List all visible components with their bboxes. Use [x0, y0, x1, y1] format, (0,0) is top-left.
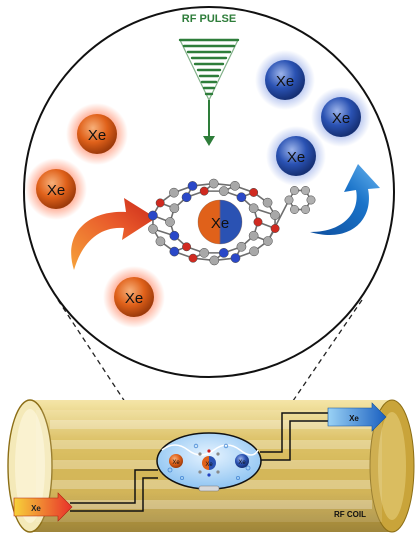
svg-text:Xe: Xe [205, 462, 213, 468]
svg-text:Xe: Xe [172, 460, 180, 466]
cage-atom [182, 243, 190, 251]
svg-text:Xe: Xe [47, 182, 65, 199]
cage-atom [271, 224, 279, 232]
cage-atom [307, 196, 315, 204]
cage-atom [249, 188, 257, 196]
cage-atom [209, 179, 218, 188]
cage-atom [170, 204, 179, 213]
inflow-label: Xe [31, 504, 41, 513]
xe-atom: Xe [66, 103, 128, 165]
xe-atom: Xe [103, 266, 165, 328]
cage-atom [148, 224, 157, 233]
xe-atom: Xe [255, 50, 315, 110]
svg-text:Xe: Xe [238, 460, 246, 466]
cage-atom [263, 236, 272, 245]
cage-atom [249, 247, 258, 256]
rf-pulse-label: RF PULSE [182, 13, 236, 25]
cage-atom [200, 187, 208, 195]
svg-text:Xe: Xe [211, 215, 229, 232]
cage-atom [200, 248, 209, 257]
cage-atom [254, 218, 262, 226]
xe-atom: Xe [25, 158, 87, 220]
cage-atom [301, 205, 309, 213]
cage-atom [290, 186, 298, 194]
svg-text:Xe: Xe [88, 127, 106, 144]
cage-atom [290, 205, 298, 213]
caged-xe-atom: Xe [198, 200, 242, 244]
cage-atom [170, 231, 179, 240]
rf-coil-label: RF COIL [334, 510, 366, 519]
svg-text:Xe: Xe [287, 149, 305, 166]
outflow-label: Xe [349, 414, 359, 423]
cage-atom [263, 198, 272, 207]
cage-atom [189, 254, 197, 262]
cage-atom [301, 186, 309, 194]
cage-atom [237, 193, 246, 202]
cage-atom [148, 211, 157, 220]
cage-atom [170, 247, 179, 256]
cage-atom [249, 204, 258, 213]
cage-atom [169, 188, 178, 197]
cage-atom [237, 242, 246, 251]
cage-atom [188, 181, 197, 190]
cage-atom [156, 199, 164, 207]
cage-atom [165, 217, 174, 226]
cage-atom [210, 256, 219, 265]
cage-atom [230, 181, 239, 190]
xe-atom: Xe [266, 126, 326, 186]
cage-atom [156, 237, 165, 246]
cage-atom [219, 187, 228, 196]
cage-atom [249, 231, 258, 240]
svg-text:Xe: Xe [125, 290, 143, 307]
svg-text:Xe: Xe [276, 73, 294, 90]
cage-atom [231, 253, 240, 262]
cage-atom [285, 196, 293, 204]
cage-atom [270, 211, 279, 220]
svg-text:Xe: Xe [332, 110, 350, 127]
cage-atom [182, 193, 191, 202]
cage-atom [219, 248, 228, 257]
